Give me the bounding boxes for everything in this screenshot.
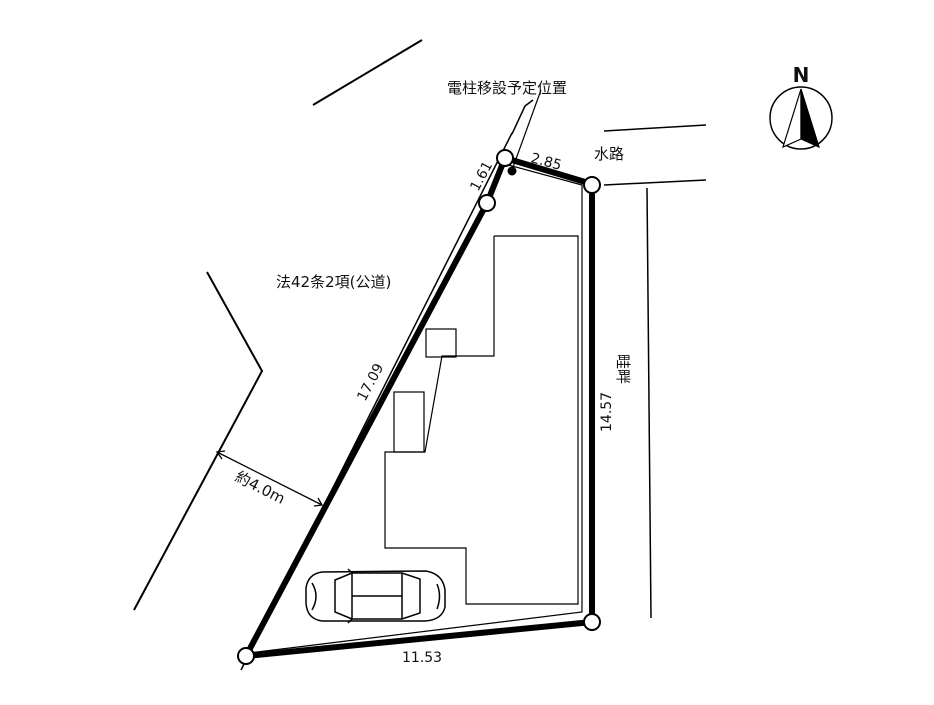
pole-leader-line (511, 89, 542, 171)
car-icon (305, 568, 446, 624)
road-width-arrow-right (313, 497, 324, 507)
road-width-arrow-left (215, 450, 226, 460)
boundary-marker-top-right (583, 176, 601, 194)
building-feature-upper (425, 328, 457, 358)
road-edge-left (133, 271, 264, 611)
road-width-dimension-line (216, 451, 323, 506)
waterway-label: 水路 (594, 145, 624, 163)
dimension-bottom: 11.53 (402, 650, 442, 666)
waterway-line-upper (511, 99, 534, 135)
building-outline (384, 235, 579, 605)
road-edge-top (312, 39, 423, 106)
dimension-right: 14.57 (599, 392, 615, 432)
ridge-label: 畦畔 (614, 354, 632, 384)
north-arrow-icon (769, 86, 833, 150)
public-road-label: 法42条2項(公道) (276, 273, 391, 291)
dimension-top: 2.85 (529, 150, 563, 174)
boundary-marker-left-upper (478, 194, 496, 212)
boundary-marker-top (496, 149, 514, 167)
boundary-marker-bottom-left (237, 647, 255, 665)
ridge-line (646, 187, 652, 619)
pole-relocation-label: 電柱移設予定位置 (447, 79, 567, 97)
waterway-line-a (603, 124, 707, 132)
building-feature-lower (393, 391, 425, 453)
boundary-marker-bottom-right (583, 613, 601, 631)
north-label: N (793, 63, 810, 87)
utility-pole-marker (507, 166, 517, 176)
waterway-line-b (603, 179, 707, 186)
